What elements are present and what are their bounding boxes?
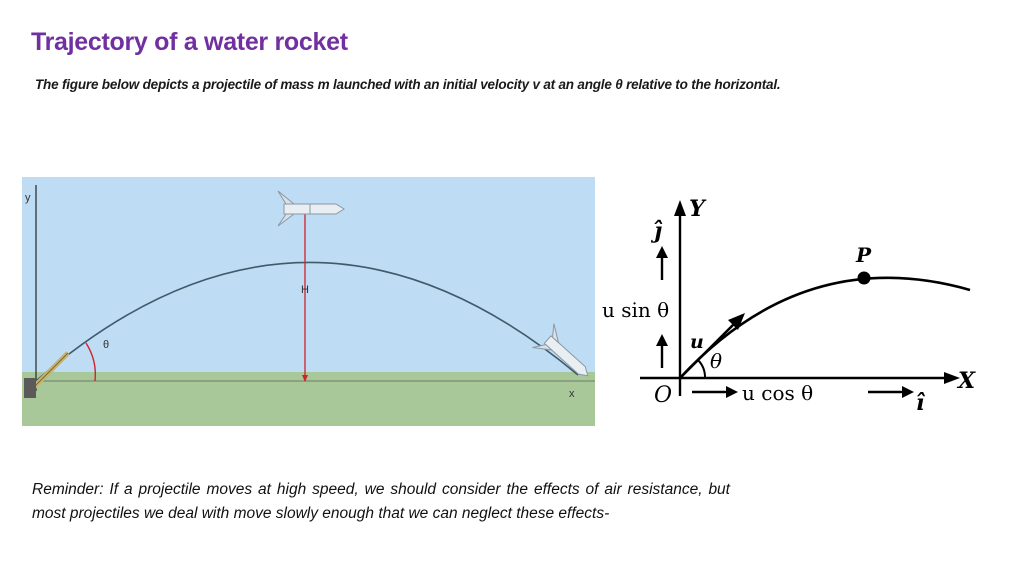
vertical-component-arrowhead	[656, 334, 668, 346]
reminder-text: Reminder: If a projectile moves at high …	[32, 481, 730, 522]
j-unit-arrowhead	[656, 246, 668, 258]
point-P-label: P	[855, 243, 872, 267]
angle-label: θ	[103, 339, 109, 351]
trajectory-curve	[35, 261, 579, 382]
height-arrow-bottom	[302, 375, 308, 382]
velocity-components-figure: Y X O P u θ ĵ u sin θ u cos θ î	[602, 196, 976, 416]
ground	[22, 372, 595, 426]
trajectory-curve	[679, 276, 971, 379]
angle-label: θ	[710, 349, 722, 373]
X-axis-arrow	[944, 372, 960, 384]
height-label: H	[301, 284, 309, 296]
horizontal-component-arrowhead	[726, 386, 738, 398]
page-subtitle: The figure below depicts a projectile of…	[35, 77, 781, 92]
x-axis-label: x	[569, 388, 575, 400]
origin-label: O	[654, 383, 672, 408]
angle-arc	[697, 359, 707, 379]
Y-axis-arrow	[674, 200, 686, 216]
launcher-base	[24, 378, 36, 398]
X-axis-label: X	[956, 368, 976, 394]
velocity-label: u	[690, 331, 704, 353]
i-unit-arrowhead	[902, 386, 914, 398]
point-P	[857, 271, 871, 285]
rocket-descending	[532, 323, 589, 377]
horizontal-component-label: u cos θ	[742, 381, 813, 405]
vertical-component-label: u sin θ	[602, 298, 669, 322]
rocket-trajectory-figure: y x H θ	[22, 177, 595, 426]
angle-arc	[85, 342, 97, 382]
i-unit-label: î	[916, 390, 926, 416]
velocity-vector	[679, 321, 737, 379]
y-axis-label: y	[25, 192, 31, 204]
launch-tube-edge	[33, 352, 69, 388]
rocket-at-apex	[277, 190, 345, 227]
Y-axis-label: Y	[689, 196, 707, 222]
page-title: Trajectory of a water rocket	[31, 28, 348, 56]
j-unit-label: ĵ	[650, 218, 663, 244]
velocity-vector-arrowhead	[728, 313, 745, 330]
